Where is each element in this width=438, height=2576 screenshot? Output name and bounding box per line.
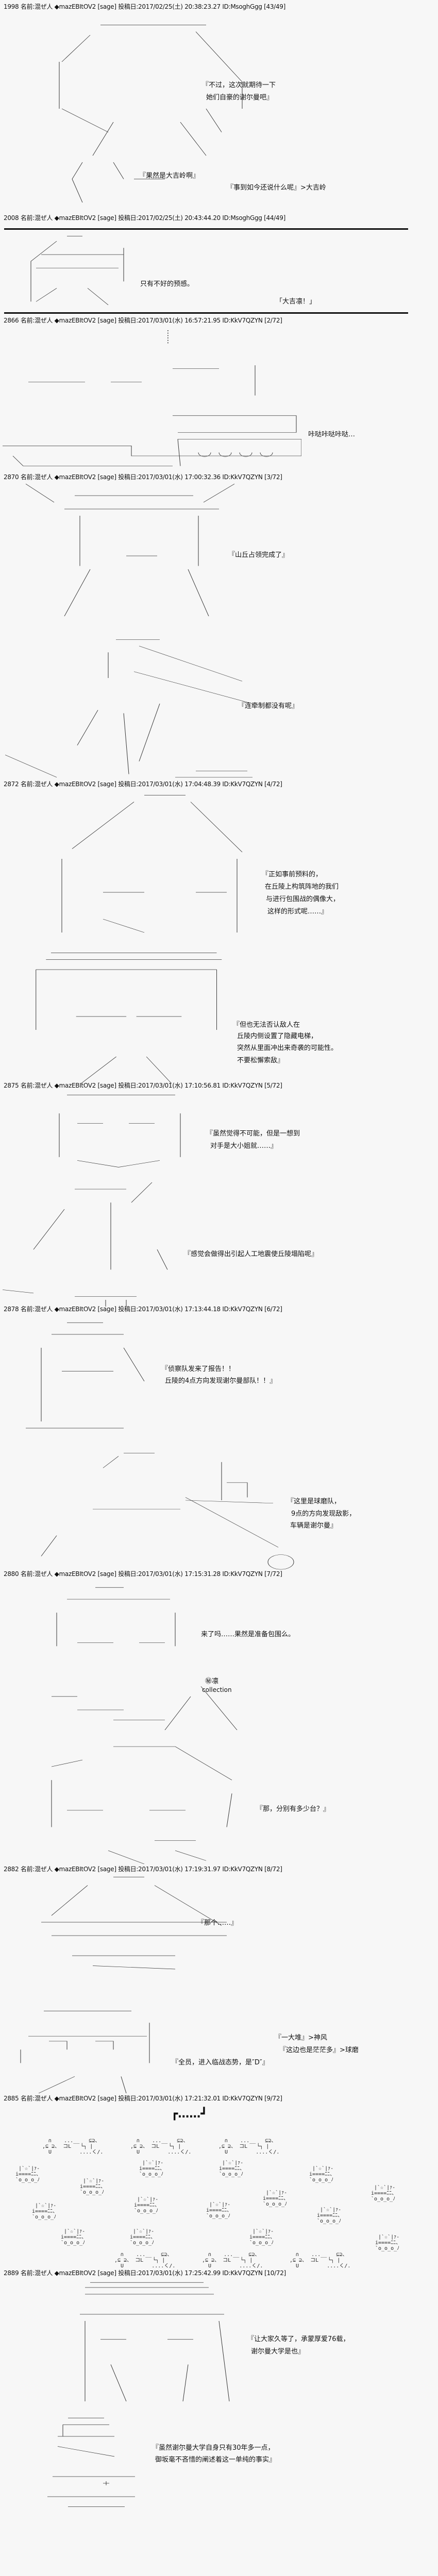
ascii-art-character-pigtails (23, 482, 240, 616)
tank-icon: |`☆`|ｧ- i====ﾆﾆ、 `o_o_o_ﾉ (219, 2160, 245, 2177)
dialogue-line: 对手是大小姐就……』 (210, 1142, 278, 1150)
dialogue-line: 『事到如今还说什么呢』>大吉岭 (227, 184, 326, 192)
dialogue-line: 『那，分别有多少台？』 (256, 1805, 330, 1813)
tank-icon: |`☆`|ｧ- i====ﾆﾆ、 `o_o_o_ﾉ (61, 2229, 87, 2246)
squad-marker-icon: ∩ ...__ ⊆⊇、 ,⊆ ⊇、 コL └┐ | U ....く/. (42, 2138, 104, 2155)
dialogue-line: 丘陵的4点方向发现谢尔曼部队！！』 (165, 1377, 277, 1385)
dialogue-line: 车辆是谢尔曼』 (290, 1522, 338, 1530)
silence-bracket: ┏……┛ (171, 2108, 208, 2121)
tank-icon: |`☆`|ｧ- i====ﾆﾆ、 `o_o_o_ﾉ (80, 2178, 106, 2195)
tank-icon: |`☆`|ｧ- i====ﾆﾆ、 `o_o_o_ﾉ (139, 2160, 165, 2177)
post-header-1998: 1998 名前:混ぜ人 ◆mazEBItOV2 [sage] 投稿日:2017/… (4, 3, 285, 10)
dialogue-line: 她们自豪的谢尔曼吧』 (206, 94, 274, 101)
book-cover-title: ㊙凛 (205, 1677, 219, 1685)
tank-icon: |`☆`|ｧ- i====ﾆﾆ、 `o_o_o_ﾉ (371, 2185, 397, 2202)
ascii-art-character-glasses (18, 2009, 152, 2093)
tank-icon: |`☆`|ｧ- i====ﾆﾆ、 `o_o_o_ﾉ (130, 2229, 156, 2246)
dialogue-line: 『感觉会做得出引起人工地震使丘陵塌陷呢』 (184, 1250, 318, 1258)
ascii-art-character-pointing (3, 1182, 173, 1307)
dialogue-line: 『正如事前预料的， (262, 871, 323, 878)
post-header-2889: 2889 名前:混ぜ人 ◆mazEBItOV2 [sage] 投稿日:2017/… (4, 2269, 286, 2277)
squad-marker-icon: ∩ ...__ ⊆⊇、 ,⊆ ⊇、 コL └┐ | U ....く/. (290, 2252, 351, 2269)
dialogue-line: 『侦察队发来了报告！！ (161, 1365, 235, 1373)
post-header-2875: 2875 名前:混ぜ人 ◆mazEBItOV2 [sage] 投稿日:2017/… (4, 1082, 282, 1089)
dialogue-line: 『这里是球磨队， (287, 1498, 341, 1505)
ascii-art-character-long-hair (31, 950, 227, 1083)
narration-line: 御坂毫不吝惜的阐述着这一单纯的事实』 (155, 2456, 276, 2464)
dialogue-line: 这样的形式呢……』 (267, 908, 328, 916)
dialogue-line: 『果然是大吉岭啊』 (139, 172, 200, 180)
dialogue-line: 突然从里面冲出来奇袭的可能性。 (237, 1044, 338, 1052)
tank-icon: |`☆`|ｧ- i====ﾆﾆ、 `o_o_o_ﾉ (206, 2202, 232, 2219)
post-header-2870: 2870 名前:混ぜ人 ◆mazEBItOV2 [sage] 投稿日:2017/… (4, 473, 282, 481)
divider-line (4, 312, 408, 314)
post-header-2866: 2866 名前:混ぜ人 ◆mazEBItOV2 [sage] 投稿日:2017/… (4, 317, 282, 324)
dialogue-line: 谢尔曼大学是也』 (251, 2348, 305, 2355)
dialogue-line: 『全员，进入临战态势，是″D″』 (172, 2059, 269, 2066)
ascii-art-tank (3, 365, 301, 469)
post-header-2008: 2008 名前:混ぜ人 ◆mazEBItOV2 [sage] 投稿日:2017/… (4, 214, 285, 222)
book-cover-subtitle: collection (202, 1686, 232, 1693)
dialogue-line: 『这边也是茫茫多』>球磨 (279, 2046, 359, 2054)
dialogue-line: 『一大堆』>神风 (275, 2034, 327, 2042)
tank-icon: |`☆`|ｧ- i====ﾆﾆ、 `o_o_o_ﾉ (317, 2207, 343, 2224)
dialogue-line: 『虽然觉得不可能，但是一想到 (206, 1130, 300, 1138)
ascii-art-character-smile (57, 1093, 186, 1171)
ellipsis-dots: ⋮⋮ (164, 329, 172, 345)
tank-icon: |`☆`|ｧ- i====ﾆﾆ、 `o_o_o_ﾉ (15, 2166, 42, 2183)
dialogue-line: 『不过，这次就期待一下 (202, 81, 276, 89)
ascii-art-character-face (21, 234, 129, 312)
dialogue-line: 「大吉凛！」 (276, 298, 316, 306)
ascii-art-character-cap (59, 2281, 234, 2401)
tank-icon: |`☆`|ｧ- i====ﾆﾆ、 `o_o_o_ﾉ (309, 2166, 335, 2183)
post-header-2885: 2885 名前:混ぜ人 ◆mazEBItOV2 [sage] 投稿日:2017/… (4, 2095, 282, 2102)
tank-icon: |`☆`|ｧ- i====ﾆﾆ、 `o_o_o_ﾉ (32, 2203, 58, 2220)
dialogue-line: 与进行包围战的偶像大， (266, 895, 340, 903)
ascii-art-character-misaka (37, 2416, 140, 2510)
post-header-2880: 2880 名前:混ぜ人 ◆mazEBItOV2 [sage] 投稿日:2017/… (4, 1570, 282, 1578)
dialogue-line: 『但也无法否认敌人在 (233, 1021, 300, 1029)
narration-line: 『虽然谢尔曼大学自身只有30年多一点， (152, 2444, 275, 2452)
tank-icon: |`☆`|ｧ- i====ﾆﾆ、 `o_o_o_ﾉ (375, 2234, 401, 2251)
dialogue-line: 只有不好的预感。 (140, 280, 194, 288)
squad-marker-icon: ∩ ...__ ⊆⊇、 ,⊆ ⊇、 コL └┐ | U ....く/. (114, 2252, 176, 2269)
dialogue-line: 来了吗……果然是准备包围么。 (201, 1631, 295, 1638)
ascii-art-character-book (46, 1586, 242, 1730)
dialogue-line: 丘陵内侧设置了隐藏电梯， (237, 1032, 318, 1040)
dialogue-line: 『那个……』 (197, 1919, 238, 1927)
ascii-art-character-radio (31, 1450, 299, 1571)
tank-icon: |`☆`|ｧ- i====ﾆﾆ、 `o_o_o_ﾉ (134, 2197, 160, 2214)
post-header-2882: 2882 名前:混ぜ人 ◆mazEBItOV2 [sage] 投稿日:2017/… (4, 1866, 282, 1873)
dialogue-line: 不要松懈索敌』 (237, 1057, 284, 1064)
ascii-art-character-running (5, 633, 252, 781)
ascii-art-character-blonde (31, 1740, 237, 1864)
tank-icon: |`☆`|ｧ- i====ﾆﾆ、 `o_o_o_ﾉ (263, 2190, 289, 2207)
squad-marker-icon: ∩ ...__ ⊆⊇、 ,⊆ ⊇、 コL └┐ | U ....く/. (202, 2252, 263, 2269)
divider-line (4, 228, 408, 230)
squad-marker-icon: ∩ ...__ ⊆⊇、 ,⊆ ⊇、 コL └┐ | U ....く/. (130, 2138, 192, 2155)
ascii-art-character-braid (21, 1875, 237, 1996)
dialogue-line: 9点的方向发现敌影， (291, 1510, 356, 1518)
squad-marker-icon: ∩ ...__ ⊆⊇、 ,⊆ ⊇、 コL └┐ | U ....く/. (218, 2138, 280, 2155)
dialogue-line: 『让大家久等了，承蒙厚爱76载， (247, 2335, 350, 2343)
dialogue-line: 在丘陵上构筑阵地的我们 (265, 883, 339, 891)
ascii-art-character-report (21, 1321, 149, 1435)
ascii-art-character-hat-girl (41, 792, 247, 939)
dialogue-line: 『山丘占领完成了』 (228, 551, 289, 559)
sound-effect: 咔哒咔哒咔哒… (308, 431, 356, 438)
tank-icon: |`☆`|ｧ- i====ﾆﾆ、 `o_o_o_ﾉ (249, 2229, 276, 2246)
post-header-2878: 2878 名前:混ぜ人 ◆mazEBItOV2 [sage] 投稿日:2017/… (4, 1306, 282, 1313)
ascii-art-character-hat (52, 22, 252, 202)
dialogue-line: 『连牵制都没有呢』 (238, 702, 299, 710)
post-header-2872: 2872 名前:混ぜ人 ◆mazEBItOV2 [sage] 投稿日:2017/… (4, 781, 282, 788)
